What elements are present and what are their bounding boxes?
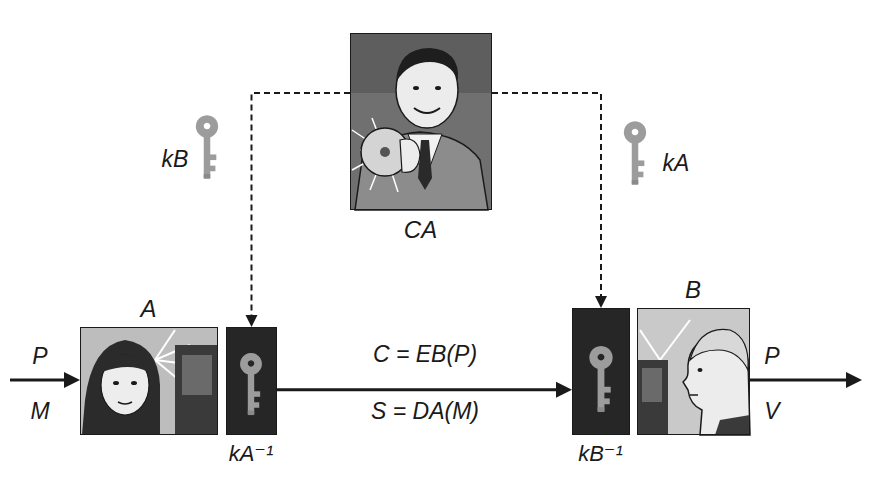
signal-label: S = DA(M) <box>371 399 479 424</box>
b-picture-box: B <box>637 308 750 435</box>
connector-label: kA <box>663 151 690 176</box>
ca-illustration <box>350 33 492 210</box>
signal-label: P <box>32 344 47 369</box>
node-label: CA <box>404 217 437 243</box>
private-key-box: kB⁻¹ <box>572 308 630 435</box>
signal-label: M <box>30 399 49 424</box>
private-key-icon <box>240 353 262 415</box>
node-label: B <box>685 277 701 303</box>
connector-label: C = EB(P) <box>373 342 477 367</box>
input-arrowhead <box>64 372 80 388</box>
public-key-icon <box>196 115 218 178</box>
connector-line <box>252 93 351 317</box>
key-box-fill <box>226 327 277 435</box>
connector-line <box>277 388 558 391</box>
signal-label: V <box>764 399 779 424</box>
input-arrow <box>10 379 68 382</box>
output-arrowhead <box>846 372 862 388</box>
arrowhead <box>595 296 607 308</box>
private-key-box: kA⁻¹ <box>226 327 277 435</box>
output-arrow <box>750 379 848 382</box>
a-illustration <box>80 327 218 435</box>
dashed-connector <box>492 93 607 308</box>
connector-label: kB <box>162 147 189 172</box>
node-label: A <box>140 296 156 322</box>
b-illustration <box>637 308 750 435</box>
arrowhead <box>556 382 572 398</box>
signal-label: P <box>764 344 779 369</box>
connector-arrow <box>277 382 572 398</box>
arrowhead <box>246 315 258 327</box>
private-key-icon <box>589 346 612 412</box>
key-box-fill <box>572 308 630 435</box>
ca-picture-box: CA <box>350 33 492 210</box>
node-label: kB⁻¹ <box>578 442 623 466</box>
connector-line <box>492 93 601 298</box>
a-picture-box: A <box>80 327 218 435</box>
dashed-connector <box>246 93 351 327</box>
public-key-icon <box>624 121 646 184</box>
node-label: kA⁻¹ <box>229 442 274 466</box>
